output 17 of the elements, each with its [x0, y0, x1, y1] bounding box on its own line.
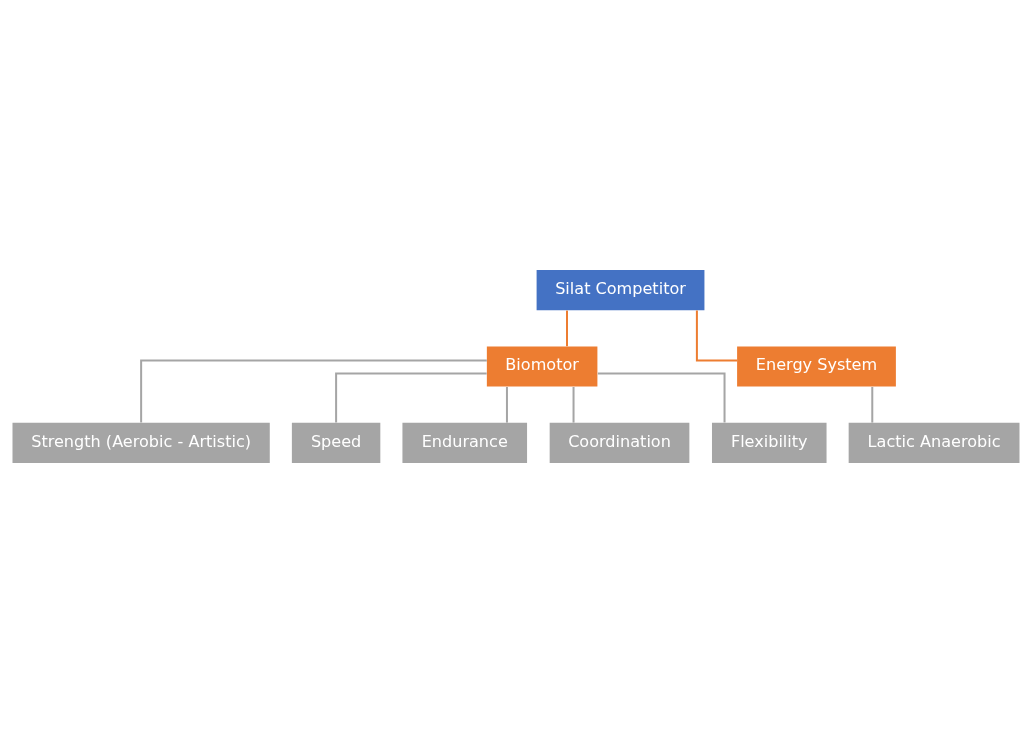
connector: [871, 386, 874, 423]
node-box: Strength (Aerobic - Artistic): [12, 422, 270, 463]
node-box: Silat Competitor: [536, 270, 705, 311]
connector: [140, 359, 487, 423]
connector: [572, 386, 575, 423]
connector: [505, 386, 508, 423]
connector: [695, 310, 738, 362]
node-box: Flexibility: [711, 422, 827, 463]
node-box: Speed: [291, 422, 381, 463]
node-box: Lactic Anaerobic: [848, 422, 1020, 463]
connector: [335, 372, 487, 423]
connector: [566, 310, 568, 347]
node-box: Coordination: [549, 422, 690, 463]
node-box: Biomotor: [486, 346, 598, 387]
node-box: Energy System: [737, 346, 896, 387]
connector: [597, 372, 726, 423]
node-box: Endurance: [402, 422, 528, 463]
